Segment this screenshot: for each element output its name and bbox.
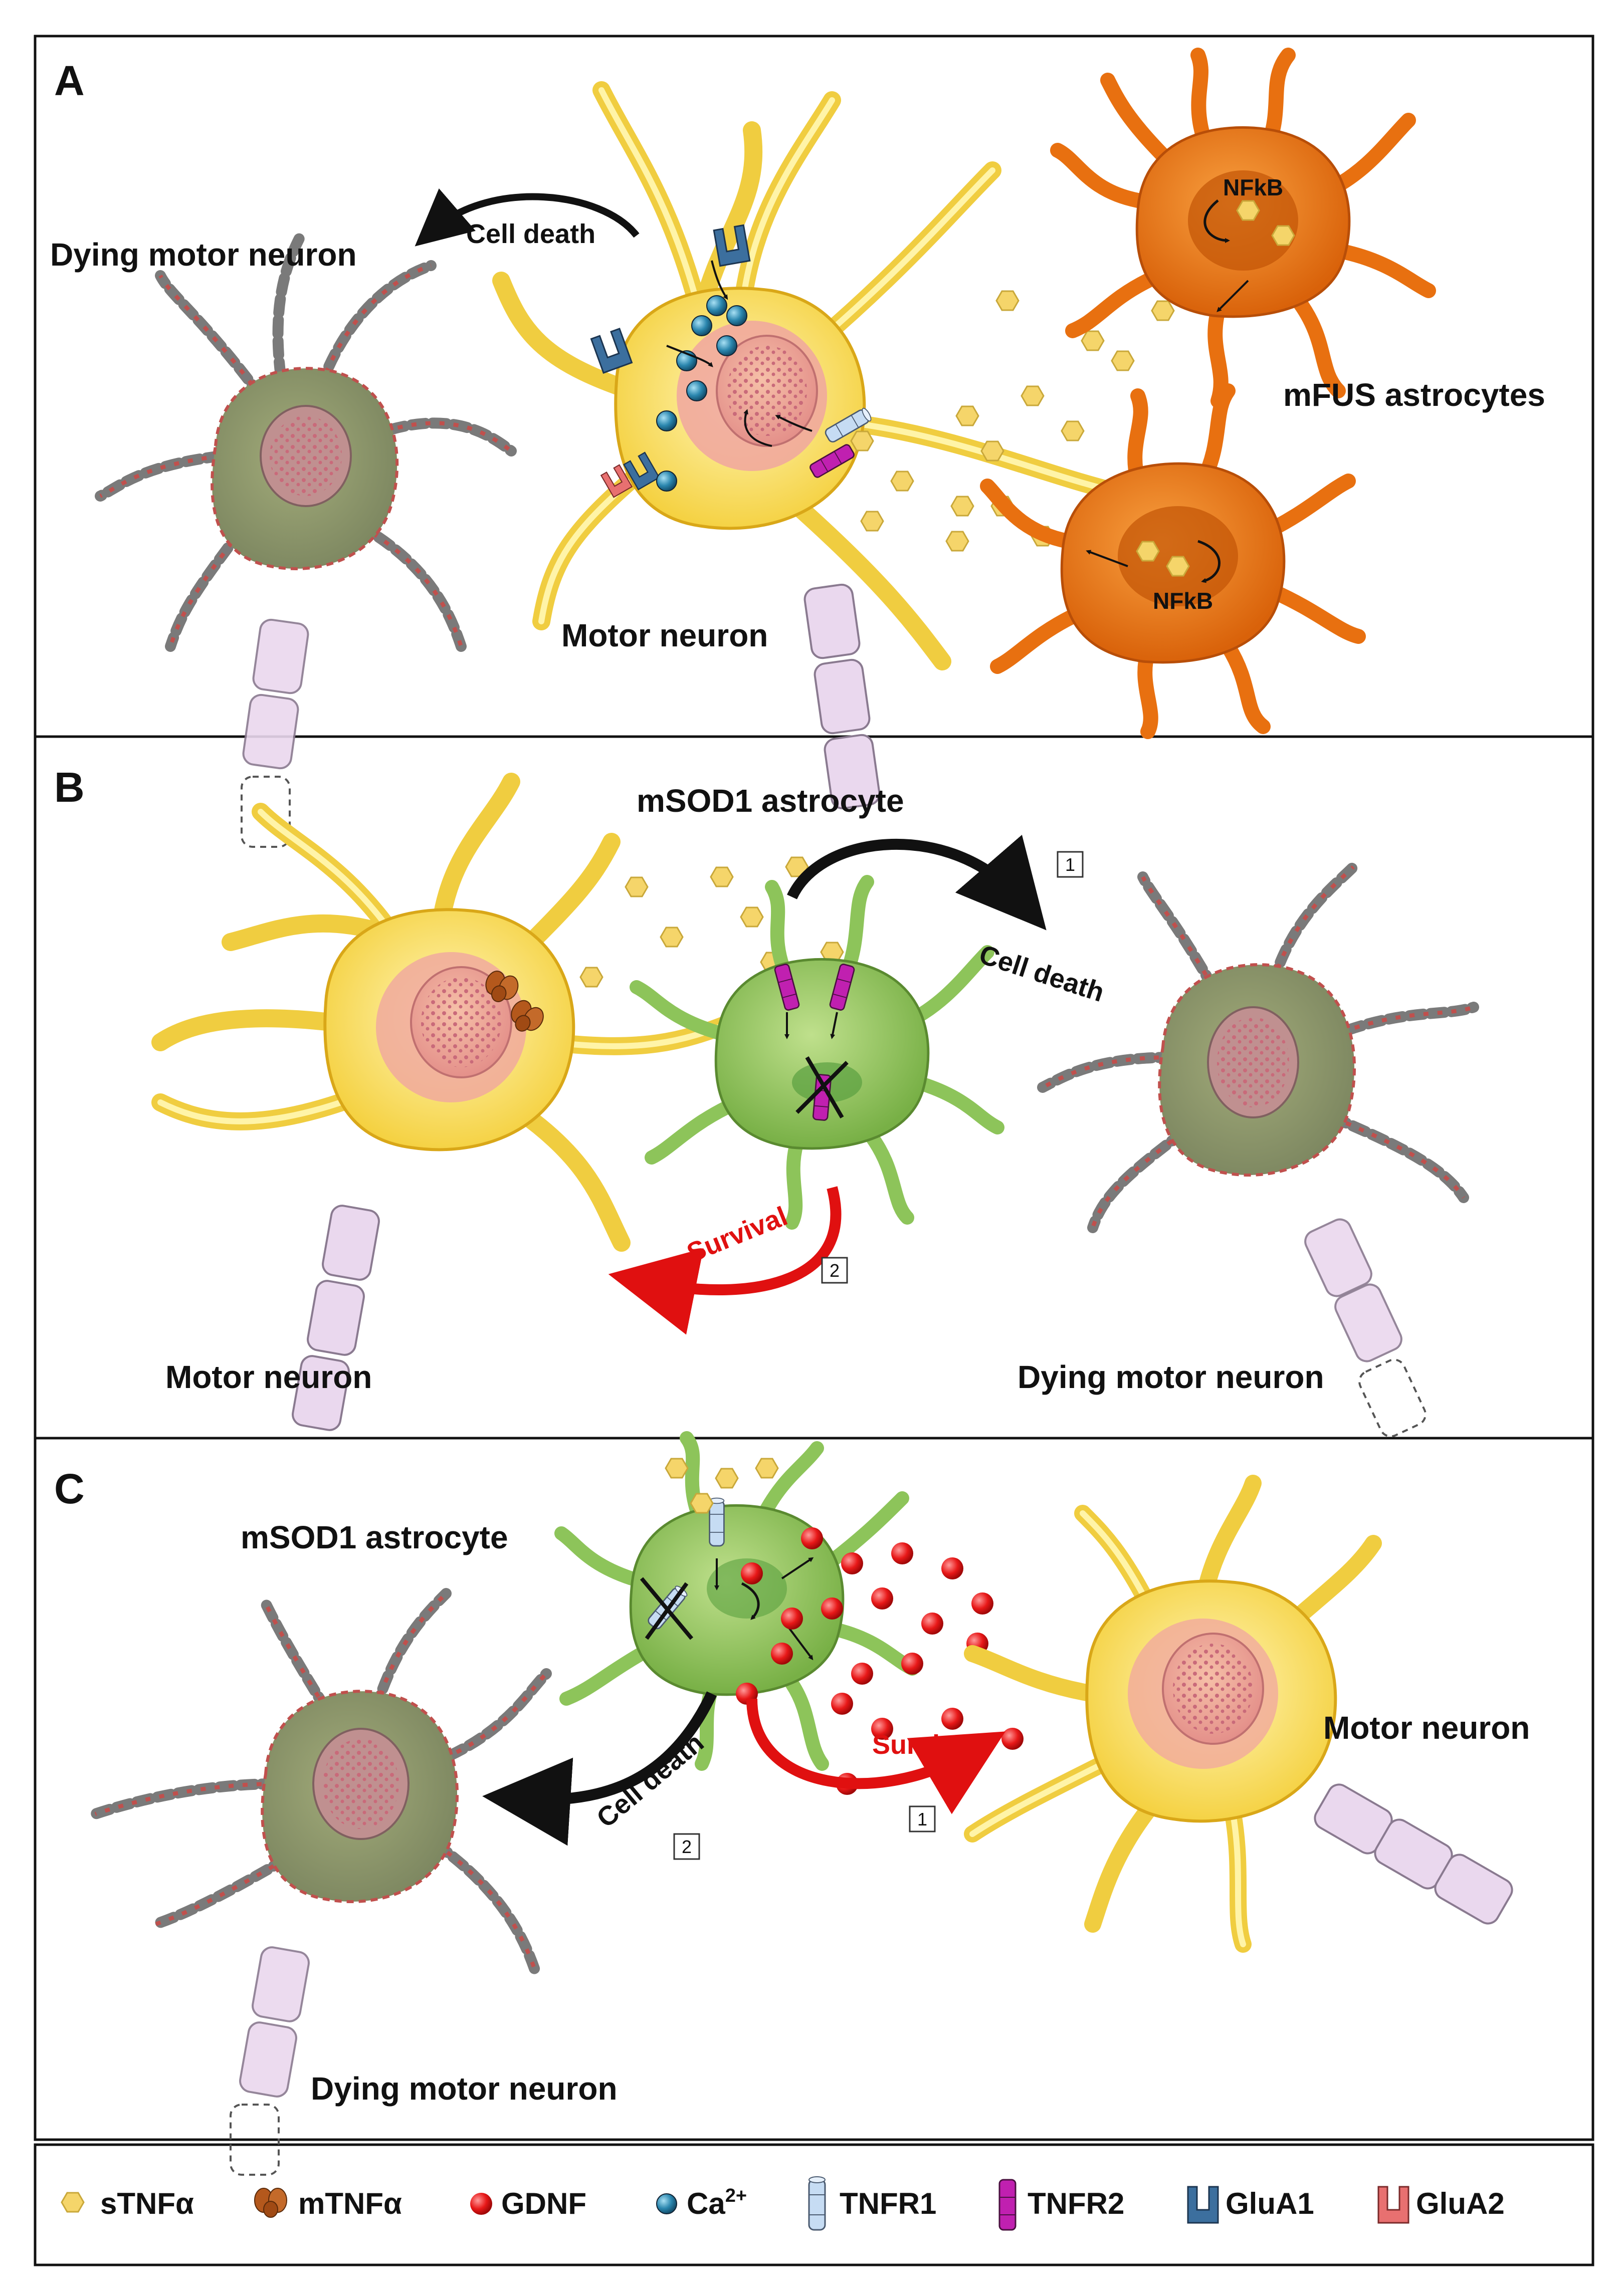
panel-c-cell-death-label: Cell death xyxy=(591,1727,709,1833)
panel-b-cell-death-label: Cell death xyxy=(975,939,1108,1008)
panel-b-cell-death-arrow xyxy=(787,834,1047,931)
panel-frames xyxy=(34,35,1594,2266)
msod1-astrocyte-c xyxy=(554,1431,919,1771)
glua1-icon xyxy=(1187,2186,1219,2224)
msod1-astrocyte-b xyxy=(630,875,1004,1230)
panel-b-neuron-label: Motor neuron xyxy=(165,1359,372,1395)
panel-a-nfkb-top: NFkB xyxy=(1223,174,1283,200)
dying-motor-neuron-a xyxy=(95,230,517,848)
mfus-astrocyte-bottom xyxy=(980,383,1366,739)
panel-c: C mSOD1 astrocyte xyxy=(54,1431,1530,2176)
panel-c-astro-label: mSOD1 astrocyte xyxy=(241,1519,508,1555)
legend-item-glua2: GluA2 xyxy=(1377,2186,1505,2224)
panel-c-neuron-label: Motor neuron xyxy=(1323,1710,1530,1746)
panel-c-cell-death-arrow xyxy=(482,1691,717,1846)
dying-motor-neuron-c xyxy=(90,1588,552,2176)
motor-neuron-b xyxy=(151,773,741,1433)
motor-neuron-c xyxy=(964,1475,1517,1953)
panel-a-letter: A xyxy=(54,57,85,104)
panel-a-cell-death-arrow xyxy=(415,188,640,247)
legend-item-tnfr1: TNFR1 xyxy=(808,2176,936,2231)
hexagon-icon xyxy=(61,2192,85,2213)
tnfr2-icon xyxy=(998,2179,1017,2231)
panel-c-letter: C xyxy=(54,1465,85,1512)
svg-text:GDNF: GDNF xyxy=(501,2187,586,2220)
glua2-icon xyxy=(1377,2186,1409,2224)
legend-item-stnf: sTNFα xyxy=(61,2187,194,2220)
panel-b: B xyxy=(54,764,1479,1438)
panel-b-astro-label: mSOD1 astrocyte xyxy=(637,783,904,819)
svg-text:GluA2: GluA2 xyxy=(1416,2187,1505,2220)
red-sphere-icon xyxy=(470,2193,492,2215)
panel-c-dying-label: Dying motor neuron xyxy=(311,2071,618,2107)
panel-c-survival-arrow xyxy=(746,1698,1005,1814)
legend-item-gdnf: GDNF xyxy=(470,2187,586,2220)
panel-a-nfkb-bottom: NFkB xyxy=(1153,588,1213,614)
legend-item-tnfr2: TNFR2 xyxy=(998,2179,1124,2231)
panel-a-cell-death-label: Cell death xyxy=(466,219,595,249)
panel-c-step-2: 2 xyxy=(682,1836,692,1857)
svg-text:TNFR2: TNFR2 xyxy=(1028,2187,1124,2220)
panel-c-step-1: 1 xyxy=(917,1809,927,1829)
legend: sTNFα mTNFα GDNF Ca2+ TNFR1 TNFR2 GluA1 xyxy=(61,2176,1505,2231)
panel-b-survival-arrow xyxy=(608,1186,842,1335)
panel-b-dying-label: Dying motor neuron xyxy=(1018,1359,1324,1395)
panel-a-astro-label: mFUS astrocytes xyxy=(1283,377,1545,413)
panel-c-survival-label: Survival xyxy=(872,1730,977,1760)
legend-item-glua1: GluA1 xyxy=(1187,2186,1314,2224)
panel-b-step-2: 2 xyxy=(830,1260,840,1281)
mtnf-icon xyxy=(254,2188,287,2218)
mfus-astrocyte-top xyxy=(1050,48,1436,408)
blue-sphere-icon xyxy=(656,2193,677,2214)
panel-a: A xyxy=(50,48,1545,848)
svg-text:mTNFα: mTNFα xyxy=(298,2187,402,2220)
legend-item-ca: Ca2+ xyxy=(656,2185,747,2220)
svg-text:sTNFα: sTNFα xyxy=(100,2187,194,2220)
panel-a-dying-label: Dying motor neuron xyxy=(50,237,357,273)
svg-text:GluA1: GluA1 xyxy=(1226,2187,1314,2220)
panel-b-step-1: 1 xyxy=(1065,854,1075,875)
tnfr1-icon xyxy=(808,2176,826,2231)
legend-item-mtnf: mTNFα xyxy=(254,2187,402,2220)
panel-b-letter: B xyxy=(54,764,85,811)
dying-motor-neuron-b xyxy=(1037,861,1479,1438)
svg-text:TNFR1: TNFR1 xyxy=(840,2187,936,2220)
panel-a-neuron-label: Motor neuron xyxy=(561,617,768,653)
motor-neuron-a xyxy=(492,81,1122,811)
panel-b-survival-label: Survival xyxy=(683,1201,791,1268)
svg-text:Ca2+: Ca2+ xyxy=(687,2185,747,2220)
